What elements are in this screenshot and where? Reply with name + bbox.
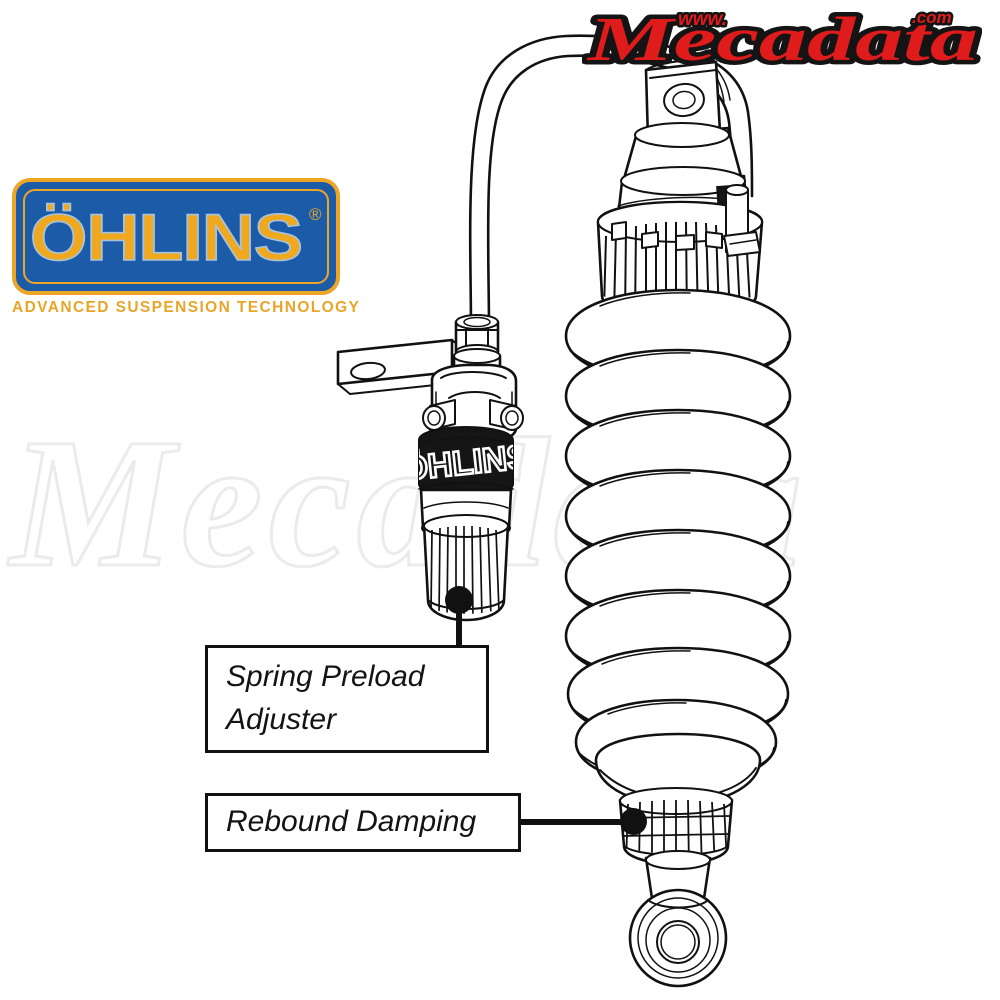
callout-preload-line1: Spring Preload xyxy=(226,660,425,694)
ohlins-logo: ÖHLINS ® ADVANCED SUSPENSION TECHNOLOGY xyxy=(12,178,361,323)
svg-text:Mecadata: Mecadata xyxy=(586,6,978,74)
svg-text:.com: .com xyxy=(912,8,952,27)
adjuster-bolt-right xyxy=(489,399,524,431)
callout-preload-line2: Adjuster xyxy=(226,703,337,736)
leader-dot-preload xyxy=(445,586,473,614)
svg-text:®: ® xyxy=(309,205,322,224)
callout-spring-preload-adjuster: Spring Preload Adjuster xyxy=(205,645,489,753)
reservoir-brand-band: ÖHLINS xyxy=(418,425,514,499)
rebound-damping-adjuster xyxy=(618,787,734,866)
ohlins-tagline: ADVANCED SUSPENSION TECHNOLOGY xyxy=(12,299,361,316)
leader-line-rebound xyxy=(518,819,626,825)
coil-spring xyxy=(564,288,792,786)
ohlins-wordmark: ÖHLINS ® xyxy=(26,192,326,282)
svg-text:Mecadata: Mecadata xyxy=(586,6,978,74)
callout-rebound-damping: Rebound Damping xyxy=(205,793,521,852)
bottom-eyelet xyxy=(628,850,728,988)
mecadata-brand-logo: Mecadata Mecadata www. www. .com .com xyxy=(582,2,982,80)
leader-dot-rebound xyxy=(620,808,647,835)
ohlins-badge-inner-border xyxy=(23,189,329,284)
svg-text:www.: www. xyxy=(678,9,727,30)
svg-text:www.: www. xyxy=(678,9,727,30)
callout-rebound-line1: Rebound Damping xyxy=(226,805,477,839)
leader-line-preload xyxy=(456,600,462,650)
ohlins-badge: ÖHLINS ® xyxy=(12,178,340,295)
svg-text:ÖHLINS: ÖHLINS xyxy=(30,200,302,274)
adjuster-bolt-left xyxy=(422,399,456,431)
svg-text:.com: .com xyxy=(912,8,952,27)
